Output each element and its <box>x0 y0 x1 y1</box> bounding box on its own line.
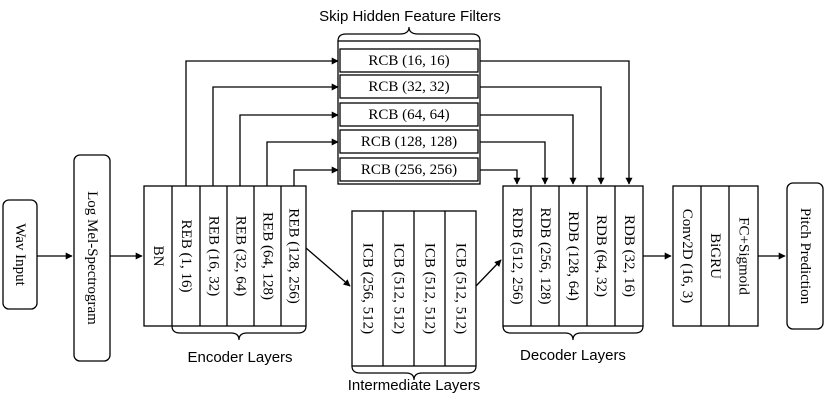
skip-arrow-encoder-to-rcb <box>239 111 339 186</box>
log-mel-box <box>73 154 111 362</box>
pitch-prediction-label: Pitch Prediction <box>797 208 813 305</box>
encoder-group: BN REB (1, 16) REB (16, 32) REB (32, 64)… <box>143 185 307 327</box>
icb-label: ICB (512, 512) <box>453 243 469 334</box>
wav-input-box <box>2 199 38 310</box>
log-mel-label: Log Mel-Spectrogram <box>84 191 100 325</box>
decoder-layers-label: Decoder Layers <box>520 347 626 364</box>
head-frame <box>672 185 759 327</box>
skip-arrow-rcb-to-decoder <box>480 141 549 185</box>
skip-arrow-rcb-to-decoder <box>480 169 521 185</box>
intermediate-group: ICB (256, 512) ICB (512, 512) ICB (512, … <box>351 210 477 367</box>
rdb-label: RDB (128, 64) <box>565 211 581 301</box>
encoder-brace <box>171 325 307 341</box>
rcb-label: RCB (32, 32) <box>368 79 449 95</box>
skip-arrow-encoder-to-rcb <box>212 83 339 186</box>
conv2d-label: Conv2D (16, 3) <box>679 209 695 304</box>
rcb-label: RCB (256, 256) <box>361 162 457 178</box>
rcb-label: RCB (16, 16) <box>368 53 449 69</box>
icb-label: ICB (256, 512) <box>360 243 376 334</box>
rcb-box <box>339 157 479 182</box>
decoder-group: RDB (512, 256) RDB (256, 128) RDB (128, … <box>502 185 644 327</box>
rcb-label: RCB (128, 128) <box>361 134 457 150</box>
icb-label: ICB (512, 512) <box>422 243 438 334</box>
head-group: Conv2D (16, 3) BiGRU FC+Sigmoid <box>672 185 759 327</box>
bn-label: BN <box>150 246 166 267</box>
rcb-box <box>339 129 479 154</box>
intermediate-brace <box>351 365 477 381</box>
skip-filters-brace <box>337 26 481 42</box>
rcb-label: RCB (64, 64) <box>368 107 449 123</box>
rdb-label: RDB (64, 32) <box>593 215 609 297</box>
encoder-block-label: REB (128, 256) <box>286 208 302 303</box>
decoder-frame <box>502 185 644 327</box>
skip-filters-title: Skip Hidden Feature Filters <box>319 8 501 25</box>
wav-input-label: Wav Input <box>12 223 28 286</box>
encoder-block-label: REB (16, 32) <box>206 216 222 296</box>
bigru-label: BiGRU <box>707 233 723 279</box>
decoder-brace <box>502 325 644 341</box>
skip-arrow-encoder-to-rcb <box>185 57 339 186</box>
rcb-box <box>339 102 479 127</box>
encoder-frame <box>143 185 307 327</box>
rdb-label: RDB (256, 128) <box>537 207 553 304</box>
rdb-label: RDB (32, 16) <box>621 215 637 297</box>
skip-arrow-encoder-to-rcb <box>293 166 339 186</box>
encoder-block-label: REB (1, 16) <box>178 220 194 293</box>
skip-filters-group: RCB (16, 16) RCB (32, 32) RCB (64, 64) R… <box>337 40 481 185</box>
rdb-label: RDB (512, 256) <box>509 207 525 304</box>
fc-sigmoid-label: FC+Sigmoid <box>736 217 752 295</box>
arrow-intermediate-to-decoder <box>475 259 502 287</box>
rcb-box <box>339 48 479 73</box>
skip-arrow-encoder-to-rcb <box>266 138 339 186</box>
encoder-layers-label: Encoder Layers <box>187 349 292 366</box>
encoder-block-label: REB (32, 64) <box>233 216 249 296</box>
rcb-box <box>339 74 479 99</box>
icb-label: ICB (512, 512) <box>391 243 407 334</box>
skip-arrow-rcb-to-decoder <box>480 60 633 185</box>
encoder-block-label: REB (64, 128) <box>260 212 276 300</box>
intermediate-layers-label: Intermediate Layers <box>348 377 481 394</box>
skip-arrow-rcb-to-decoder <box>480 86 605 185</box>
arrow-encoder-to-intermediate <box>305 247 351 287</box>
skip-arrow-rcb-to-decoder <box>480 114 577 185</box>
pitch-prediction-box <box>786 182 824 330</box>
